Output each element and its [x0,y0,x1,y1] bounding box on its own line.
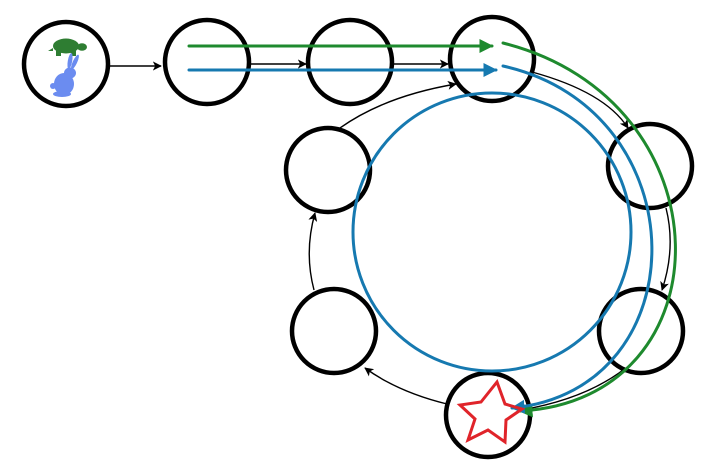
edge-n4-n5 [660,207,671,291]
tortoise-icon [48,38,87,56]
rabbit-icon [50,53,79,97]
edge-n8-n9 [339,80,457,129]
node-8 [283,125,373,215]
edges [109,59,671,414]
edge-n7-n8 [308,212,318,291]
node-4 [605,121,695,211]
edge-n3-n4 [531,71,629,129]
nodes [21,14,695,460]
node-2 [305,17,395,107]
node-start [21,19,111,109]
node-3-cycle-entry [447,14,537,104]
tortoise-path-arc [501,41,677,418]
hare-path-arc [501,64,654,414]
node-6-meeting [443,370,533,460]
node-1 [162,17,252,107]
node-7 [289,286,379,376]
hare-loop-path [351,91,633,373]
star-icon [456,378,526,445]
edge-n6-n7 [364,367,448,405]
